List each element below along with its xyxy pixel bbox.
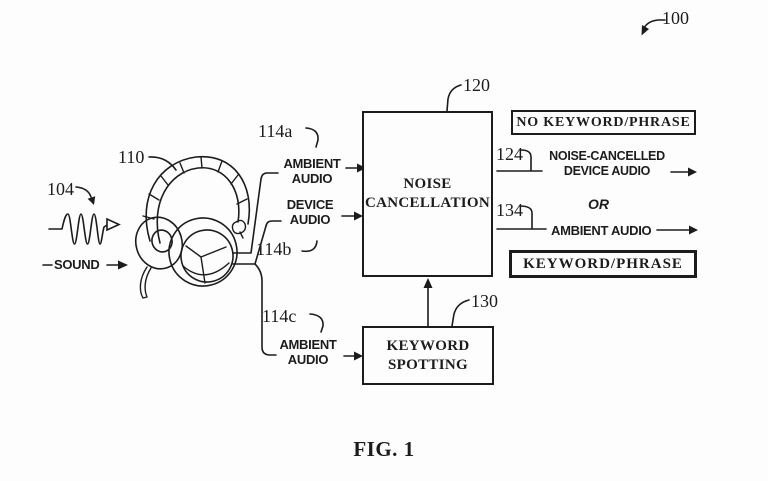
ref-110-leader — [148, 156, 177, 171]
device-audio-input-label: DEVICE AUDIO — [279, 197, 341, 227]
ref-130-leader — [451, 299, 470, 327]
ref-134-hook — [496, 205, 547, 230]
ref-114a: 114a — [258, 121, 293, 141]
keyword-input-arrow — [343, 351, 363, 361]
headphones-icon — [134, 155, 251, 299]
wave-arrowhead-icon — [106, 217, 121, 232]
or-label: OR — [588, 196, 609, 212]
reference-leaders — [148, 84, 547, 333]
ref-114c-hook — [309, 313, 324, 333]
device-audio-arrow — [341, 211, 363, 221]
ambient-output-arrow — [656, 225, 698, 235]
ref-114a-hook — [305, 127, 319, 148]
ref-134: 134 — [496, 200, 523, 220]
noise-cancelled-output-arrow — [670, 167, 697, 177]
ref-114b-hook — [301, 240, 318, 253]
keyword-condition-box: KEYWORD/PHRASE — [509, 250, 697, 278]
ambient-audio-spotting-label: AMBIENT AUDIO — [275, 337, 341, 367]
ref-130: 130 — [471, 291, 498, 311]
ambient-audio-kw-line2: AUDIO — [287, 352, 329, 367]
sound-ref-arrow — [75, 186, 96, 205]
ambient-audio-line2: AUDIO — [291, 171, 333, 186]
noise-cancellation-block: NOISE CANCELLATION — [362, 111, 493, 277]
device-audio-line1: DEVICE — [286, 197, 334, 212]
ref-120: 120 — [463, 75, 490, 95]
noise-cancelled-line1: NOISE-CANCELLED — [549, 149, 665, 163]
ref-114c: 114c — [262, 306, 297, 326]
noise-cancellation-line2: CANCELLATION — [364, 195, 490, 211]
ref-120-leader — [446, 84, 462, 112]
ref-114b: 114b — [256, 239, 292, 259]
ambient-audio-kw-line1: AMBIENT — [279, 337, 337, 352]
sound-arrow — [42, 260, 128, 270]
no-keyword-condition-box: NO KEYWORD/PHRASE — [511, 110, 696, 135]
noise-cancelled-output-label: NOISE-CANCELLED DEVICE AUDIO — [543, 149, 671, 179]
ambient-audio-arrow — [345, 163, 366, 173]
sound-wave-icon — [48, 213, 121, 245]
sound-label: SOUND — [54, 257, 100, 272]
keyword-spotting-line2: SPOTTING — [388, 356, 468, 373]
device-audio-line2: AUDIO — [289, 212, 331, 227]
noise-cancelled-line2: DEVICE AUDIO — [563, 164, 651, 178]
ambient-audio-line1: AMBIENT — [283, 156, 341, 171]
noise-cancellation-line1: NOISE — [403, 176, 452, 192]
ref-124-hook — [496, 149, 543, 172]
ambient-audio-input-label: AMBIENT AUDIO — [279, 156, 345, 186]
figure-ref-number: 100 — [662, 8, 689, 28]
ref-124: 124 — [496, 144, 523, 164]
signal-leader-lines — [232, 172, 282, 356]
keyword-spotting-line1: KEYWORD — [386, 337, 470, 354]
keyword-spotting-block: KEYWORD SPOTTING — [362, 326, 494, 385]
sound-ref-number: 104 — [47, 179, 74, 199]
figure-caption: FIG. 1 — [353, 437, 415, 461]
ambient-output-label: AMBIENT AUDIO — [551, 223, 652, 238]
spotting-to-cancellation-arrow — [423, 278, 433, 327]
figure-ref-arrow — [641, 19, 666, 36]
headphones-ref-number: 110 — [118, 147, 145, 167]
